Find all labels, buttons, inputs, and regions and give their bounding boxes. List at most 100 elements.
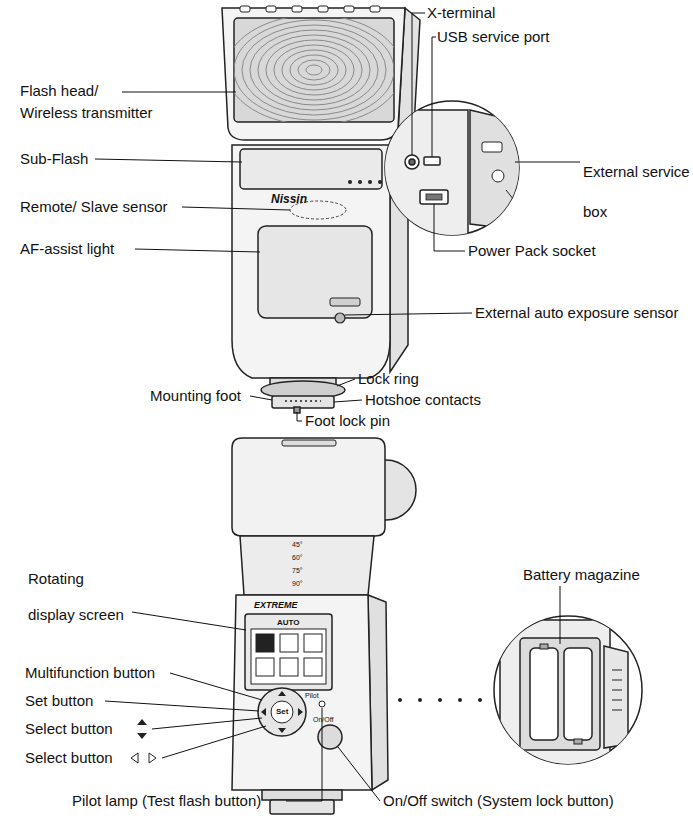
angle-mark: 75° xyxy=(292,566,303,575)
terminal-inset xyxy=(420,190,448,204)
part-label: Battery magazine xyxy=(523,566,640,584)
panel-text: On/Off xyxy=(313,715,334,724)
angle-mark: 45° xyxy=(292,540,303,549)
flash-body xyxy=(330,298,360,306)
part-label: USB service port xyxy=(437,28,550,46)
battery-inset xyxy=(612,680,622,681)
fresnel-lens xyxy=(258,35,370,105)
head-top-ridges xyxy=(240,6,380,12)
rear-flash-body xyxy=(270,800,334,814)
head-top-ridges xyxy=(370,6,380,12)
part-label: Multifunction button xyxy=(25,664,155,682)
leader-lines xyxy=(297,412,302,421)
leader-lines xyxy=(105,701,259,711)
battery-inset xyxy=(500,620,628,770)
inset-dots xyxy=(418,698,422,702)
leader-lines xyxy=(337,379,355,386)
select-arrow-icons xyxy=(278,728,286,733)
part-label: Select button xyxy=(25,720,113,738)
part-label: Foot lock pin xyxy=(305,412,390,430)
rear-flash-body xyxy=(304,658,322,676)
rear-flash-body xyxy=(258,688,306,736)
battery-inset xyxy=(520,638,600,750)
inset-dots xyxy=(348,180,382,184)
fresnel-lens xyxy=(290,55,338,85)
leader-lines xyxy=(132,612,246,630)
leader-lines xyxy=(182,207,290,210)
leader-lines xyxy=(122,92,236,93)
leader-lines xyxy=(412,13,425,155)
leader-lines xyxy=(432,37,436,157)
inset-dots xyxy=(348,180,352,184)
rear-flash-body xyxy=(245,614,332,690)
terminal-inset xyxy=(426,194,442,200)
leader-lines xyxy=(105,586,560,801)
inset-dots xyxy=(438,698,442,702)
terminal-inset xyxy=(409,159,415,165)
brand-text: EXTREME xyxy=(254,600,298,611)
leader-lines xyxy=(135,249,260,252)
terminal-inset xyxy=(405,155,419,169)
battery-inset xyxy=(530,648,558,740)
rear-flash-body xyxy=(262,790,342,800)
terminal-inset xyxy=(384,101,520,240)
battery-inset xyxy=(564,648,592,740)
rear-flash-head xyxy=(232,438,385,536)
battery-inset xyxy=(494,616,642,770)
rear-flash-body xyxy=(304,634,322,652)
select-arrow-icons xyxy=(137,719,147,725)
battery-inset xyxy=(604,646,628,748)
inset-dots xyxy=(378,180,382,184)
battery-inset xyxy=(500,620,610,770)
flash-head xyxy=(222,8,420,140)
angle-mark: 90° xyxy=(292,579,303,588)
part-label: Hotshoe contacts xyxy=(365,391,481,409)
panel-text: AUTO xyxy=(277,618,300,628)
fresnel-lens xyxy=(234,18,394,122)
rear-flash-body xyxy=(256,658,274,676)
inset-dots xyxy=(478,698,482,702)
fresnel-lens xyxy=(282,50,346,90)
flash-body xyxy=(232,145,408,378)
select-arrow-icons xyxy=(278,691,286,696)
part-label: X-terminal xyxy=(427,4,495,22)
fresnel-lens xyxy=(298,60,330,80)
leader-lines xyxy=(170,673,262,700)
part-label: Mounting foot xyxy=(150,387,241,405)
rear-flash-body xyxy=(232,595,388,814)
terminal-inset xyxy=(470,110,520,230)
rear-flash-body xyxy=(271,701,293,723)
rear-flash-body xyxy=(319,701,325,707)
rear-flash-body xyxy=(280,658,298,676)
leader-lines xyxy=(152,718,262,729)
rear-flash-body xyxy=(251,629,326,684)
inset-dots xyxy=(368,180,372,184)
terminal-inset xyxy=(424,157,440,165)
battery-inset xyxy=(612,710,622,711)
part-label: Sub-Flash xyxy=(20,150,88,168)
part-label: On/Off switch (System lock button) xyxy=(383,792,614,810)
part-label: Rotating display screen xyxy=(28,561,129,633)
terminal-inset xyxy=(384,110,468,240)
rear-flash-head xyxy=(232,438,416,595)
part-label: External service box xyxy=(583,152,693,232)
battery-inset xyxy=(574,739,582,744)
angle-mark: 60° xyxy=(292,553,303,562)
select-arrow-icons xyxy=(298,708,303,716)
terminal-inset xyxy=(384,110,520,240)
terminal-inset xyxy=(506,190,514,200)
battery-inset xyxy=(612,670,622,671)
terminal-inset xyxy=(482,142,502,152)
fresnel-lens xyxy=(250,30,378,110)
battery-inset xyxy=(612,690,622,691)
brand-text: Nissin xyxy=(271,192,307,206)
mounting-foot xyxy=(285,400,321,402)
panel-text: Set xyxy=(276,707,288,717)
head-top-ridges xyxy=(344,6,354,12)
leader-lines xyxy=(95,159,242,162)
part-label: Lock ring xyxy=(358,370,419,388)
rear-flash-body xyxy=(232,595,372,790)
terminal-inset xyxy=(492,170,504,182)
part-label: Set button xyxy=(25,692,93,710)
fresnel-lens xyxy=(274,45,354,95)
